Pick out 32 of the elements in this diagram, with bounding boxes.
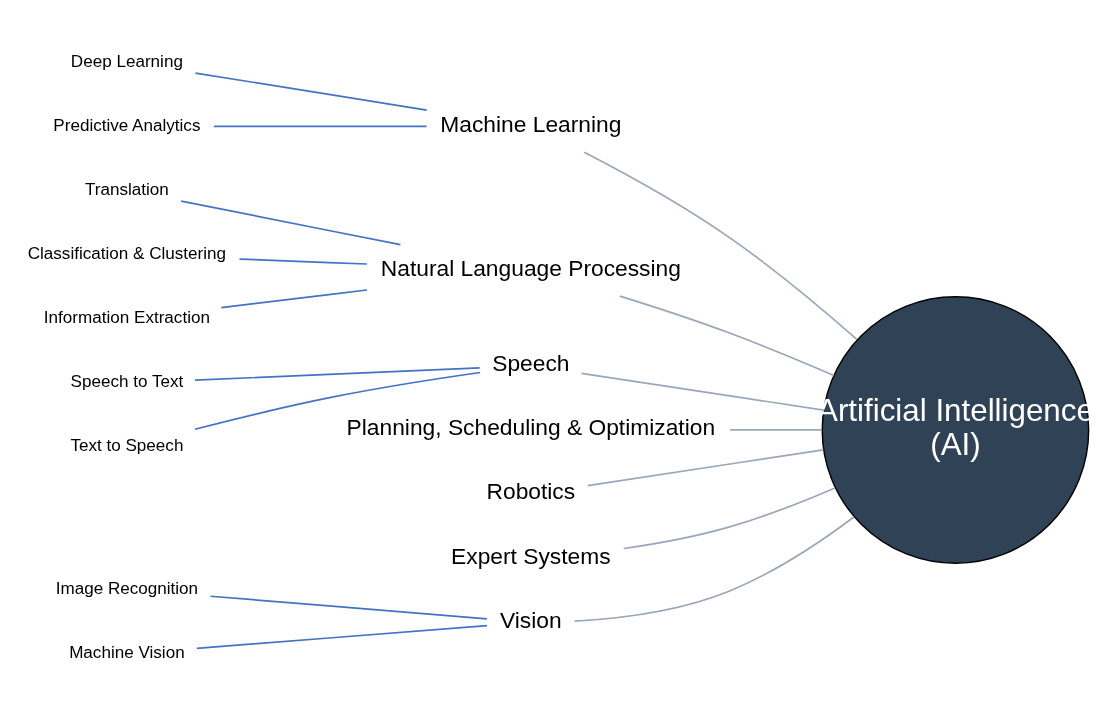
connector — [213, 125, 428, 128]
node-text: Speech — [492, 350, 570, 377]
connector — [580, 372, 825, 411]
connector — [180, 200, 402, 246]
node-text: Planning, Scheduling & Optimization — [346, 414, 716, 441]
node-text: Vision — [500, 606, 562, 633]
node-text: Machine Learning — [440, 110, 622, 137]
node-text: Natural Language Processing — [380, 254, 681, 281]
node-text: Deep Learning — [70, 51, 183, 71]
node-text: Classification & Clustering — [27, 244, 227, 264]
connector — [195, 624, 488, 650]
connector — [586, 448, 825, 487]
node-text: Machine Vision — [69, 643, 185, 663]
node-text: Information Extraction — [43, 308, 210, 328]
connector — [194, 367, 481, 381]
connector — [238, 258, 368, 265]
node-text: Robotics — [486, 478, 576, 505]
node-text: Speech to Text — [70, 372, 184, 392]
node-text: Predictive Analytics — [53, 115, 201, 135]
connector — [619, 295, 835, 377]
node-text: Translation — [84, 180, 169, 199]
connector — [194, 371, 481, 431]
connector — [194, 72, 428, 111]
connector — [220, 289, 368, 309]
connector — [209, 595, 488, 620]
node-text: Expert Systems — [451, 542, 611, 569]
connector — [583, 151, 858, 341]
node-text: Image Recognition — [55, 578, 199, 598]
node-text: Text to Speech — [70, 436, 184, 456]
connector — [622, 487, 836, 550]
connector — [729, 429, 823, 431]
connector — [573, 516, 855, 623]
